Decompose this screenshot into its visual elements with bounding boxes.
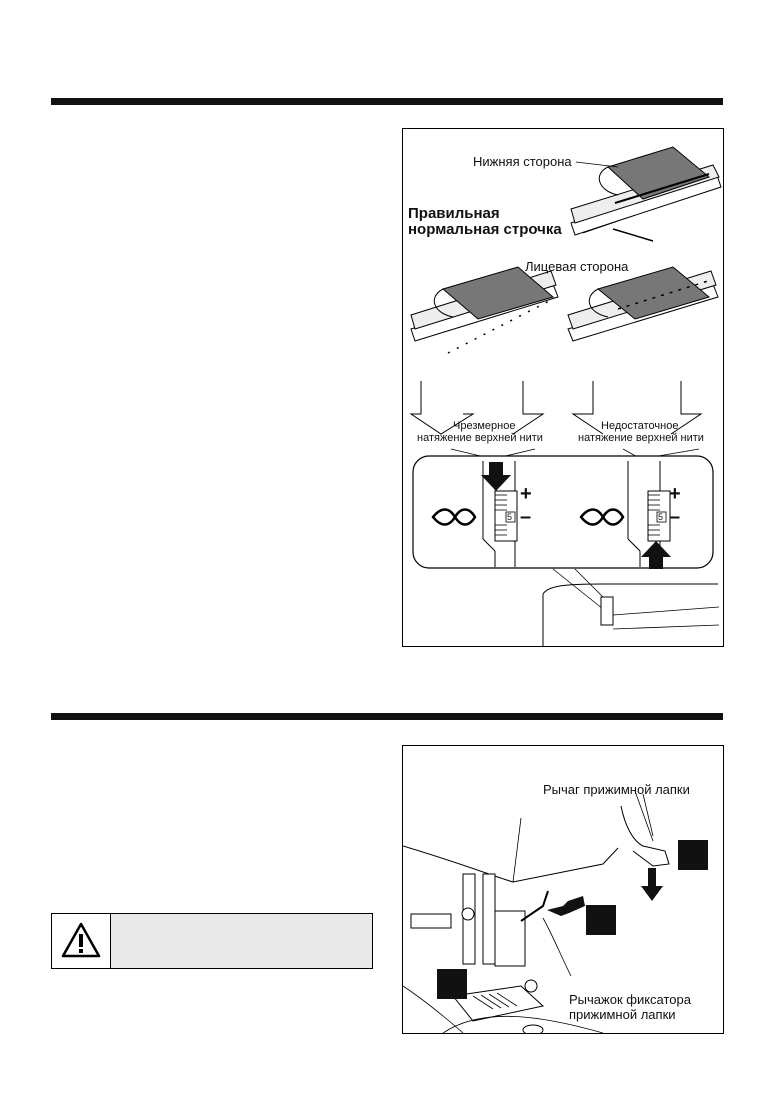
minus-sign-right: –	[669, 506, 681, 528]
step-badge-3	[437, 969, 467, 999]
release-lever-label-1: Рычажок фиксатора	[569, 992, 691, 1007]
loose-stitch-icon	[579, 508, 625, 526]
underside-label: Нижняя сторона	[473, 154, 572, 169]
correct-stitch-label-2: нормальная строчка	[408, 221, 562, 238]
step-badge-1	[678, 840, 708, 870]
up-arrow-icon	[641, 541, 671, 569]
loose-tension-fabric	[567, 266, 719, 342]
too-tight-label-2: натяжение верхней нити	[417, 432, 543, 444]
release-lever-label-2: прижимной лапки	[569, 1007, 676, 1022]
tension-dial-panel	[412, 455, 714, 569]
plus-sign-right: +	[669, 483, 681, 505]
presser-lever-label: Рычаг прижимной лапки	[543, 782, 690, 797]
caution-box	[51, 913, 373, 969]
tight-tension-fabric	[410, 266, 559, 354]
correct-stitch-label-1: Правильная	[408, 205, 500, 222]
down-arrow-icon	[641, 868, 663, 901]
step-badge-2	[586, 905, 616, 935]
down-arrow-icon	[481, 462, 511, 491]
tight-stitch-icon	[431, 508, 477, 526]
too-loose-label-1: Недостаточное	[601, 420, 679, 432]
presser-foot-figure: Рычаг прижимной лапки Рычажок фиксатора …	[402, 745, 724, 1034]
too-tight-label-1: Чрезмерное	[453, 420, 516, 432]
minus-sign-left: –	[520, 506, 532, 528]
section-divider-top	[51, 98, 723, 105]
correct-stitch-fabric	[570, 146, 722, 242]
face-side-label: Лицевая сторона	[525, 259, 629, 274]
too-loose-label-2: натяжение верхней нити	[578, 432, 704, 444]
caution-icon-cell	[52, 914, 111, 968]
plus-sign-left: +	[520, 483, 532, 505]
left-arrow-icon	[547, 896, 585, 916]
dial-value-right: 5	[658, 512, 664, 522]
warning-triangle-icon	[61, 922, 101, 958]
thread-tension-figure: Нижняя сторона Правильная нормальная стр…	[402, 128, 724, 647]
section-divider-bottom	[51, 713, 723, 720]
thread-tension-illustration	[409, 146, 722, 646]
dial-value-left: 5	[507, 512, 513, 522]
presser-foot-illustration	[403, 790, 670, 1033]
